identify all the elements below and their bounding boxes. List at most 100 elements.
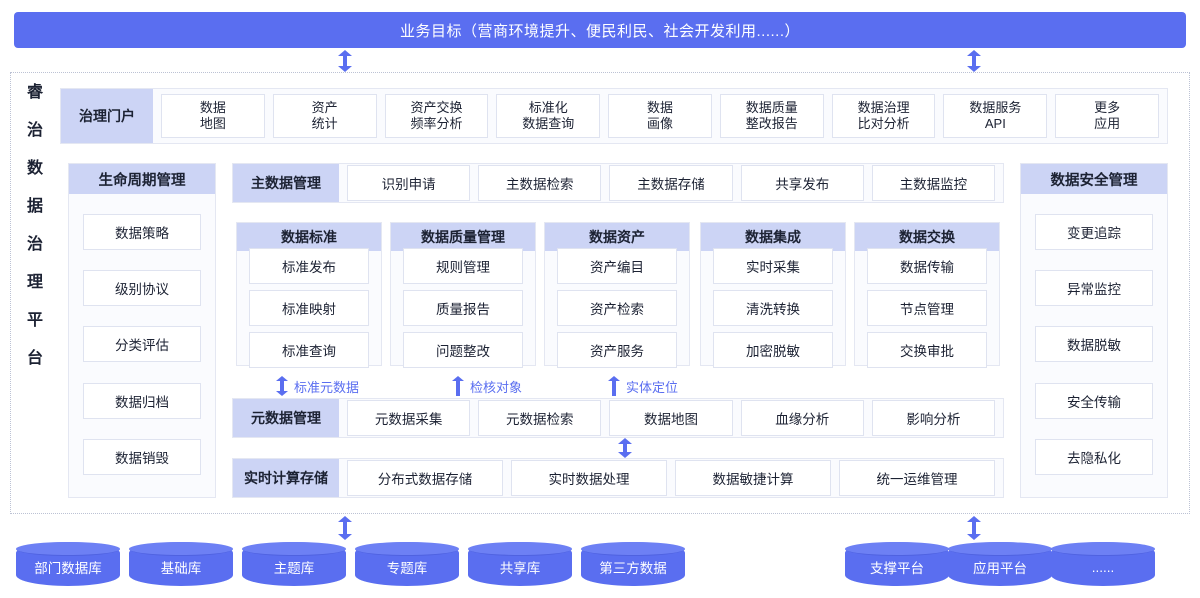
metadata-item[interactable]: 数据地图 xyxy=(609,400,733,436)
master-data-items: 识别申请 主数据检索 主数据存储 共享发布 主数据监控 xyxy=(339,164,1003,202)
business-goal-label: 业务目标（营商环境提升、便民利民、社会开发利用......） xyxy=(399,22,800,40)
master-data-item[interactable]: 主数据监控 xyxy=(871,165,996,201)
lifecycle-item[interactable]: 级别协议 xyxy=(83,270,201,307)
domain-head: 数据标准 xyxy=(237,223,381,251)
metadata-item[interactable]: 血缘分析 xyxy=(740,400,864,436)
domain-items: 规则管理 质量报告 问题整改 xyxy=(391,248,535,368)
platform-name-char: 治 xyxy=(26,122,43,139)
data-security-panel: 数据安全管理 变更追踪 异常监控 数据脱敏 安全传输 去隐私化 xyxy=(1020,163,1168,498)
platform-name-char: 理 xyxy=(26,274,43,291)
source-cylinder-base-db[interactable]: 基础库 xyxy=(129,542,233,586)
metadata-item[interactable]: 元数据采集 xyxy=(347,400,471,436)
domain-item[interactable]: 标准发布 xyxy=(249,248,369,284)
up-arrow-icon xyxy=(452,376,464,396)
security-item[interactable]: 变更追踪 xyxy=(1035,214,1153,251)
domain-item[interactable]: 节点管理 xyxy=(867,290,987,326)
source-cylinder-dept-db[interactable]: 部门数据库 xyxy=(16,542,120,586)
portal-item[interactable]: 资产交换频率分析 xyxy=(384,93,489,139)
security-item[interactable]: 去隐私化 xyxy=(1035,438,1153,475)
security-item[interactable]: 数据脱敏 xyxy=(1035,326,1153,363)
domain-item[interactable]: 清洗转换 xyxy=(713,290,833,326)
domain-item[interactable]: 标准映射 xyxy=(249,290,369,326)
portal-item[interactable]: 数据地图 xyxy=(161,93,265,139)
up-arrow-icon xyxy=(608,376,620,396)
domain-column-data-asset: 数据资产 资产编目 资产检索 资产服务 xyxy=(544,222,690,368)
governance-portal-items: 数据地图 资产统计 资产交换频率分析 标准化数据查询 数据画像 数据质量整改报告… xyxy=(153,89,1167,143)
realtime-compute-head: 实时计算存储 xyxy=(233,459,339,497)
metadata-item[interactable]: 元数据检索 xyxy=(478,400,602,436)
connector-label: 标准元数据 xyxy=(294,379,360,395)
domain-item[interactable]: 实时采集 xyxy=(713,248,833,284)
source-cylinder-topic-db[interactable]: 专题库 xyxy=(355,542,459,586)
up-down-arrow-icon-goal-right xyxy=(967,50,981,72)
master-data-item[interactable]: 主数据存储 xyxy=(609,165,733,201)
domain-item[interactable]: 资产检索 xyxy=(557,290,677,326)
domain-item[interactable]: 资产服务 xyxy=(557,332,677,368)
metadata-item[interactable]: 影响分析 xyxy=(871,400,996,436)
realtime-item[interactable]: 分布式数据存储 xyxy=(347,460,503,496)
domain-item[interactable]: 规则管理 xyxy=(403,248,523,284)
source-cylinder-third-party[interactable]: 第三方数据 xyxy=(581,542,685,586)
platform-name-char: 数 xyxy=(26,160,43,177)
platform-name-char: 治 xyxy=(26,236,43,253)
platform-cylinder-more[interactable]: ...... xyxy=(1051,542,1155,586)
source-cylinder-shared-db[interactable]: 共享库 xyxy=(468,542,572,586)
connector-check-object: 检核对象 xyxy=(452,376,522,396)
portal-item[interactable]: 数据画像 xyxy=(608,93,712,139)
data-security-items: 变更追踪 异常监控 数据脱敏 安全传输 去隐私化 xyxy=(1021,194,1167,497)
realtime-item[interactable]: 实时数据处理 xyxy=(511,460,667,496)
domain-item[interactable]: 加密脱敏 xyxy=(713,332,833,368)
platform-cylinder-application[interactable]: 应用平台 xyxy=(948,542,1052,586)
platform-name-char: 据 xyxy=(26,198,43,215)
master-data-item[interactable]: 识别申请 xyxy=(347,165,471,201)
platform-name-char: 平 xyxy=(26,312,43,329)
master-data-head: 主数据管理 xyxy=(233,164,339,202)
governance-portal-head: 治理门户 xyxy=(61,89,153,143)
security-item[interactable]: 安全传输 xyxy=(1035,382,1153,419)
domain-column-data-standard: 数据标准 标准发布 标准映射 标准查询 xyxy=(236,222,382,368)
platform-name-char: 台 xyxy=(26,350,43,367)
lifecycle-management-panel: 生命周期管理 数据策略 级别协议 分类评估 数据归档 数据销毁 xyxy=(68,163,216,498)
platform-name: 睿 治 数 据 治 理 平 台 xyxy=(18,85,52,389)
source-cylinder-subject-db[interactable]: 主题库 xyxy=(242,542,346,586)
domain-item[interactable]: 数据传输 xyxy=(867,248,987,284)
master-data-item[interactable]: 主数据检索 xyxy=(478,165,602,201)
realtime-compute-items: 分布式数据存储 实时数据处理 数据敏捷计算 统一运维管理 xyxy=(339,459,1003,497)
domain-item[interactable]: 资产编目 xyxy=(557,248,677,284)
domain-item[interactable]: 标准查询 xyxy=(249,332,369,368)
domain-head: 数据质量管理 xyxy=(391,223,535,251)
metadata-management-head: 元数据管理 xyxy=(233,399,339,437)
up-down-arrow-icon-sources-left xyxy=(338,516,352,540)
domain-item[interactable]: 问题整改 xyxy=(403,332,523,368)
domain-column-data-integration: 数据集成 实时采集 清洗转换 加密脱敏 xyxy=(700,222,846,368)
domain-head: 数据交换 xyxy=(855,223,999,251)
lifecycle-management-items: 数据策略 级别协议 分类评估 数据归档 数据销毁 xyxy=(69,194,215,497)
portal-item[interactable]: 数据质量整改报告 xyxy=(719,93,824,139)
lifecycle-item[interactable]: 数据归档 xyxy=(83,382,201,419)
lifecycle-item[interactable]: 分类评估 xyxy=(83,326,201,363)
lifecycle-item[interactable]: 数据策略 xyxy=(83,214,201,251)
portal-item[interactable]: 资产统计 xyxy=(272,93,377,139)
master-data-item[interactable]: 共享发布 xyxy=(740,165,864,201)
domain-item[interactable]: 交换审批 xyxy=(867,332,987,368)
realtime-item[interactable]: 数据敏捷计算 xyxy=(675,460,831,496)
up-down-arrow-icon-meta-realtime xyxy=(618,438,632,458)
realtime-item[interactable]: 统一运维管理 xyxy=(839,460,995,496)
up-down-arrow-icon-sources-right xyxy=(967,516,981,540)
domain-items: 数据传输 节点管理 交换审批 xyxy=(855,248,999,368)
portal-item[interactable]: 标准化数据查询 xyxy=(496,93,601,139)
metadata-management-items: 元数据采集 元数据检索 数据地图 血缘分析 影响分析 xyxy=(339,399,1003,437)
lifecycle-item[interactable]: 数据销毁 xyxy=(83,438,201,475)
domain-column-data-quality: 数据质量管理 规则管理 质量报告 问题整改 xyxy=(390,222,536,368)
up-down-arrow-icon-goal-left xyxy=(338,50,352,72)
connector-label: 检核对象 xyxy=(470,379,523,395)
portal-item[interactable]: 数据治理比对分析 xyxy=(831,93,936,139)
security-item[interactable]: 异常监控 xyxy=(1035,270,1153,307)
portal-item[interactable]: 更多应用 xyxy=(1055,93,1160,139)
platform-name-char: 睿 xyxy=(26,84,43,101)
connector-standard-metadata: 标准元数据 xyxy=(276,376,359,396)
platform-cylinder-support[interactable]: 支撑平台 xyxy=(845,542,949,586)
domain-item[interactable]: 质量报告 xyxy=(403,290,523,326)
